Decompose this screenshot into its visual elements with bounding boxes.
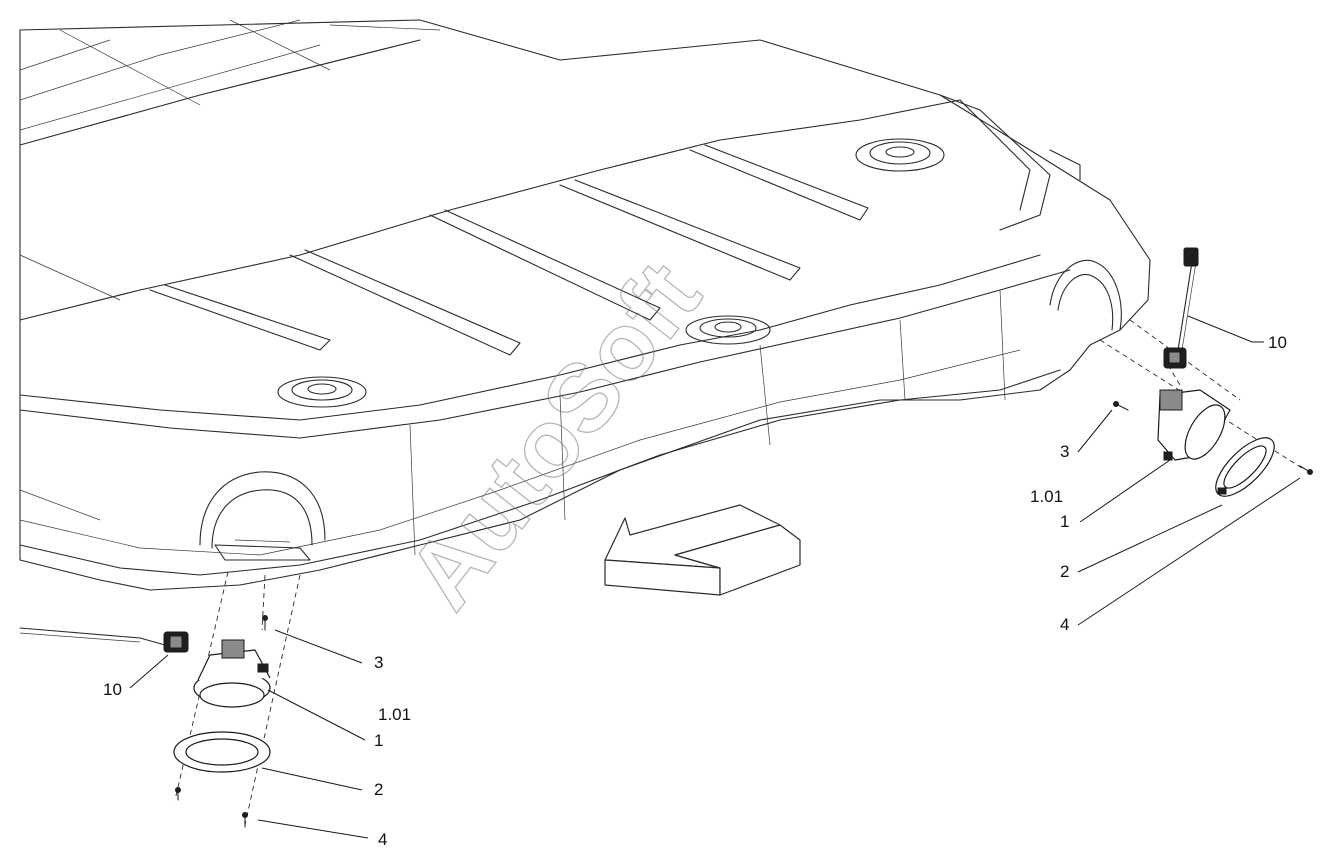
wire-harness-left <box>19 627 166 646</box>
direction-arrow <box>604 504 801 596</box>
left-assembly: 10 3 1.01 1 2 4 <box>19 571 411 849</box>
top-surface-edge <box>19 99 961 321</box>
callout-2-right: 2 <box>1060 562 1069 581</box>
wire-harness-right <box>1177 261 1193 351</box>
gasket-ring-right <box>1215 437 1275 497</box>
callout-3-left: 3 <box>374 653 383 672</box>
callout-10-right: 10 <box>1268 333 1287 352</box>
top-ribs <box>149 144 869 356</box>
mounting-boss-left <box>277 376 367 408</box>
callout-2-left: 2 <box>374 780 383 799</box>
mounting-boss-right <box>855 138 945 172</box>
gasket-ring-left <box>173 731 271 773</box>
callout-1-left: 1 <box>374 731 383 750</box>
connector-left <box>163 631 189 653</box>
right-assembly: 10 3 1.01 1 2 4 <box>1030 247 1313 634</box>
callout-4-right: 4 <box>1060 615 1069 634</box>
screw-4b-left <box>242 812 248 828</box>
screw-4a-left <box>175 787 181 801</box>
screw-4-right <box>1299 465 1313 475</box>
connector-right <box>1163 347 1187 369</box>
callout-1-right: 1 <box>1060 512 1069 531</box>
mounting-boss-center <box>685 315 771 345</box>
connector-right-top <box>1183 247 1199 267</box>
callout-3-right: 3 <box>1060 442 1069 461</box>
screw-3-right <box>1113 401 1129 411</box>
callout-10-left: 10 <box>103 680 122 699</box>
lamp-recess-right <box>1049 259 1122 331</box>
lamp-body-left <box>193 639 271 708</box>
bumper-panel <box>19 19 1151 591</box>
lamp-body-right <box>1157 389 1231 461</box>
callout-4-left: 4 <box>378 830 387 849</box>
lower-band <box>19 254 1041 421</box>
lamp-recess-left <box>199 471 326 561</box>
callout-1-01-left: 1.01 <box>378 705 411 724</box>
screw-3-left <box>262 615 268 631</box>
callout-1-01-right: 1.01 <box>1030 487 1063 506</box>
bumper-outline <box>19 19 1151 591</box>
